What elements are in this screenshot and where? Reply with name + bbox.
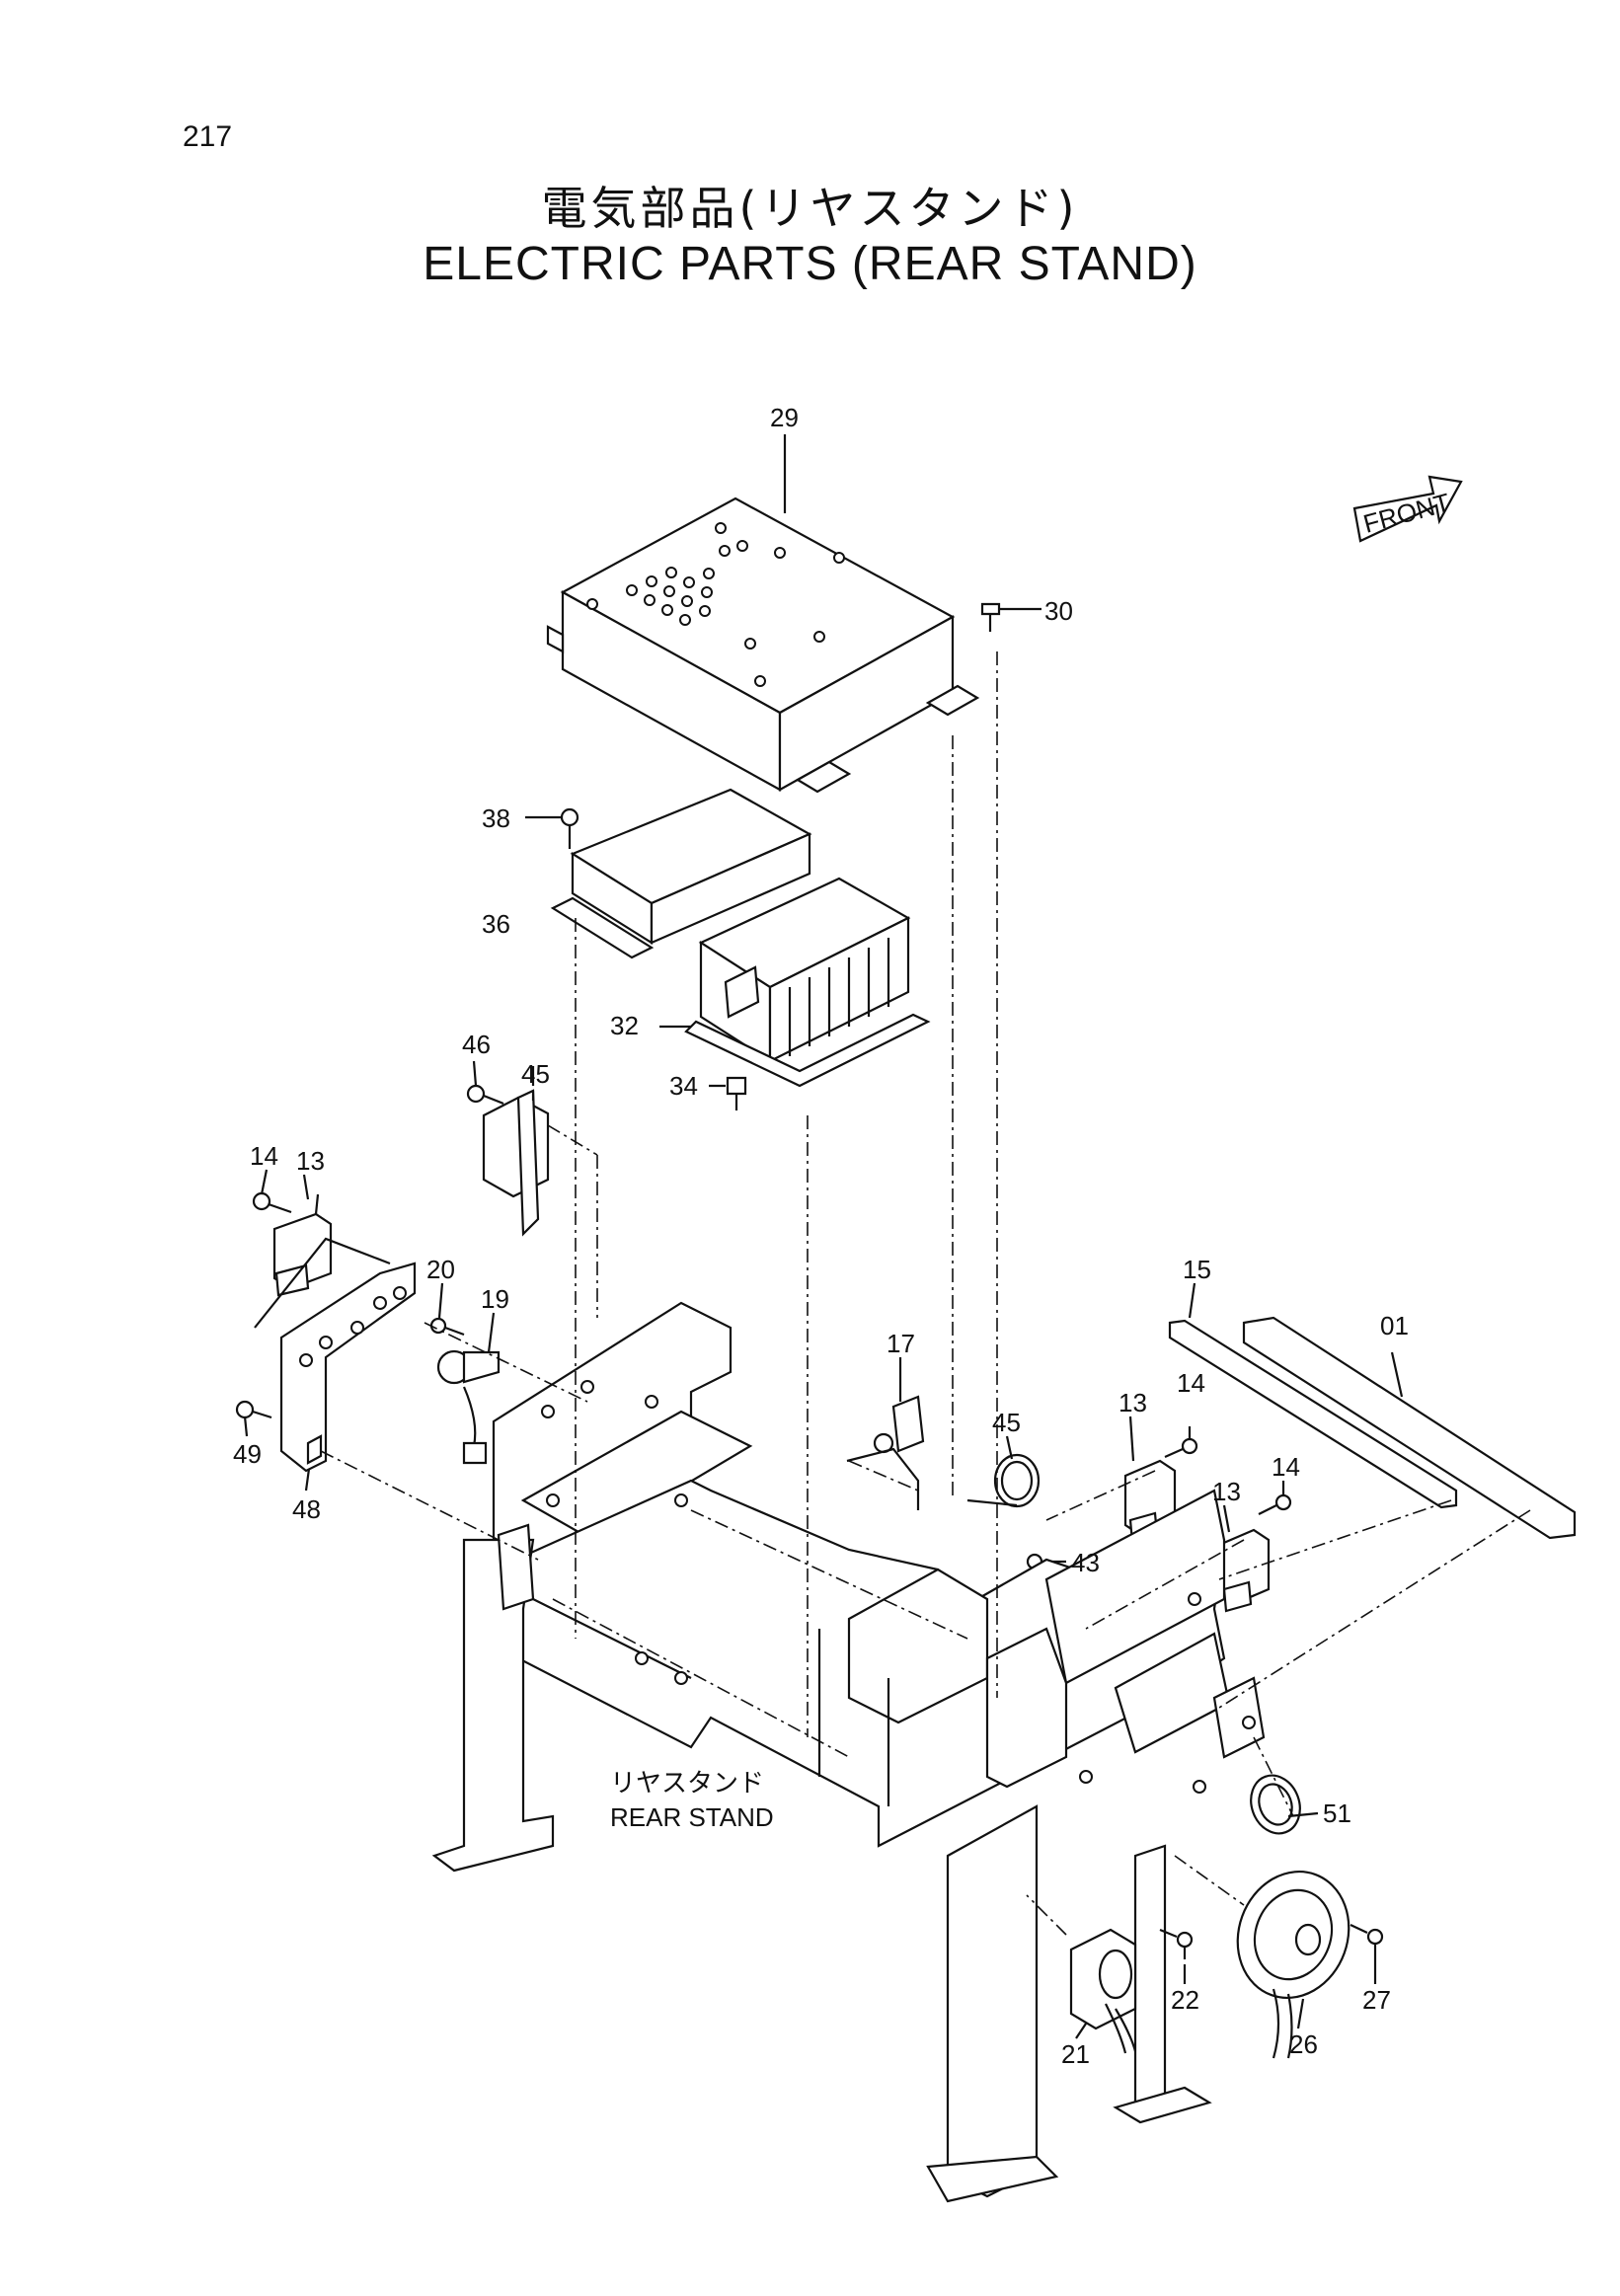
bolt-part-49 xyxy=(235,1400,272,1419)
front-arrow-icon: FRONT xyxy=(1352,475,1463,543)
callout-26: 26 xyxy=(1289,2029,1318,2059)
callout-27: 27 xyxy=(1362,1985,1391,2015)
bolt-part-14-right-b xyxy=(1258,1493,1292,1515)
callout-29: 29 xyxy=(770,403,799,432)
sub-controller-part-36 xyxy=(550,788,812,959)
title-english: ELECTRIC PARTS (REAR STAND) xyxy=(423,238,1197,290)
bolt-part-46 xyxy=(466,1084,504,1106)
callout-38: 38 xyxy=(482,804,510,833)
bolt-part-22 xyxy=(1159,1928,1194,1959)
callout-14c: 14 xyxy=(1272,1452,1300,1482)
bolt-part-34 xyxy=(709,1076,747,1110)
bolt-part-14-right-a xyxy=(1164,1437,1198,1459)
callout-43: 43 xyxy=(1071,1548,1100,1577)
title-japanese: 電気部品(リヤスタンド) xyxy=(541,182,1079,235)
switch-part-17 xyxy=(846,1395,925,1510)
callout-32: 32 xyxy=(610,1011,639,1040)
callout-14: 14 xyxy=(250,1141,278,1171)
callout-13c: 13 xyxy=(1212,1477,1241,1506)
bolt-part-27 xyxy=(1350,1924,1384,1946)
callout-19: 19 xyxy=(481,1284,509,1314)
front-arrow-label: FRONT xyxy=(1360,488,1453,539)
relay-part-45 xyxy=(482,1066,598,1318)
callout-49: 49 xyxy=(233,1439,262,1469)
callout-51: 51 xyxy=(1323,1799,1351,1828)
callout-17: 17 xyxy=(887,1329,915,1358)
callout-22: 22 xyxy=(1171,1985,1199,2015)
band-part-45-right xyxy=(966,1453,1041,1508)
callout-21: 21 xyxy=(1061,2039,1090,2069)
heatsink-controller-part-32 xyxy=(659,877,931,1088)
bolt-part-20 xyxy=(429,1317,465,1337)
callout-34: 34 xyxy=(669,1071,698,1101)
rear-stand-label-japanese: リヤスタンド xyxy=(610,1768,764,1798)
relay-part-13-left xyxy=(272,1193,333,1297)
horn-part-26 xyxy=(1236,1870,1350,2059)
screw-part-38 xyxy=(525,807,579,849)
callout-14b: 14 xyxy=(1177,1368,1205,1398)
callout-48: 48 xyxy=(292,1494,321,1524)
callout-46: 46 xyxy=(462,1030,491,1059)
callout-labels: 29 30 38 36 32 34 46 45 14 13 20 19 49 4… xyxy=(233,403,1409,2069)
rear-stand-label-english: REAR STAND xyxy=(610,1802,774,1832)
rear-stand-frame xyxy=(431,1301,1266,2203)
callout-15: 15 xyxy=(1183,1255,1211,1284)
bolt-part-14-left xyxy=(252,1191,292,1214)
band-part-51 xyxy=(1250,1774,1319,1835)
callout-30: 30 xyxy=(1044,596,1073,626)
callout-01: 01 xyxy=(1380,1311,1409,1340)
bolt-part-30 xyxy=(980,602,1041,632)
callout-45b: 45 xyxy=(992,1408,1021,1437)
controller-box-part-29 xyxy=(546,497,980,794)
sensor-part-19 xyxy=(436,1349,501,1465)
callout-13: 13 xyxy=(296,1146,325,1176)
strip-part-01 xyxy=(1242,1316,1577,1540)
callout-13b: 13 xyxy=(1119,1388,1147,1417)
callout-45: 45 xyxy=(521,1059,550,1089)
page-number: 217 xyxy=(183,120,233,153)
horn-part-21 xyxy=(1069,1928,1137,2054)
callout-36: 36 xyxy=(482,909,510,939)
leader-lines xyxy=(243,434,1404,2039)
callout-20: 20 xyxy=(426,1255,455,1284)
bracket-plate-part-48 xyxy=(254,1237,417,1473)
alignment-lines xyxy=(320,651,1531,1936)
strip-part-15 xyxy=(1168,1319,1458,1509)
